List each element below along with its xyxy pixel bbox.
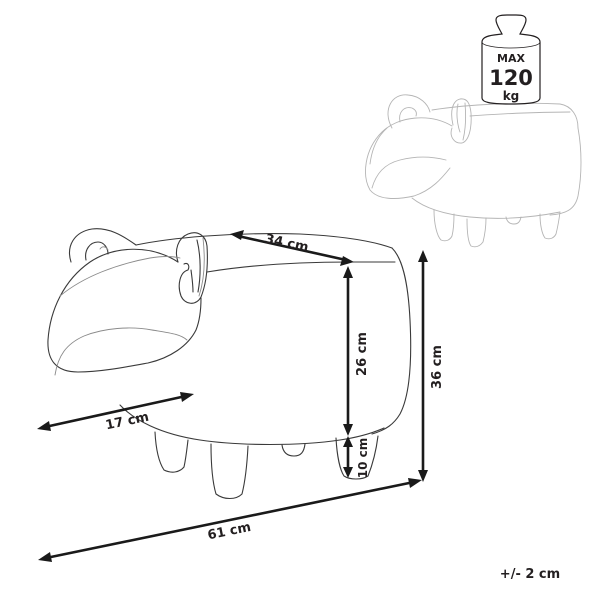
dimension-label-leg-height: 10 cm — [356, 438, 370, 479]
weight-value: 120 — [489, 66, 533, 90]
dimension-label-top-depth: 34 cm — [264, 232, 310, 256]
weight-icon: MAX 120 kg — [481, 14, 541, 105]
dimension-label-body-height: 26 cm — [355, 332, 370, 376]
dimension-body-height: 26 cm — [343, 266, 370, 436]
dimension-label-total-height: 36 cm — [430, 345, 445, 389]
tolerance-note: +/- 2 cm — [500, 567, 560, 582]
dimension-total-length: 61 cm — [38, 478, 422, 562]
weight-unit: kg — [503, 89, 520, 103]
dimension-top-depth: 34 cm — [230, 230, 354, 266]
ghost-pouf-illustration — [365, 94, 582, 248]
pouf-illustration — [47, 228, 412, 500]
dimension-head-length: 17 cm — [37, 392, 194, 433]
weight-max-label: MAX — [497, 52, 525, 65]
dimension-total-height: 36 cm — [418, 250, 445, 482]
dimension-leg-height: 10 cm — [343, 436, 370, 478]
